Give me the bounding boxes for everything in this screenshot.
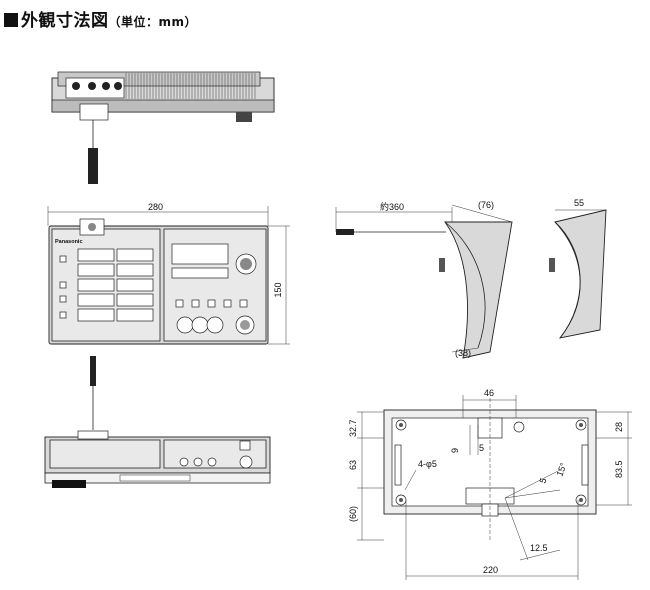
function-keys: [175, 299, 248, 308]
bottom-angle-b-label: 15°: [554, 461, 568, 478]
page-title: 外観寸法図（単位：mm）: [4, 6, 197, 31]
bottom-angle-a-label: 5: [537, 477, 548, 485]
bottom-screw-label: 12.5: [530, 543, 548, 553]
bottom-left-upper-label: 32.7: [348, 419, 358, 437]
bottom-right-top-label: 28: [614, 422, 624, 432]
zone-buttons: [59, 248, 154, 322]
top-view: [51, 71, 275, 184]
front-height-label: 150: [273, 282, 283, 297]
front-width-label: 280: [148, 202, 163, 212]
bottom-base-width-label: 220: [483, 565, 498, 575]
title-square-icon: [4, 13, 18, 27]
mic-head-lower: [90, 356, 96, 386]
mic-head-top: [88, 148, 98, 184]
lcd-display: [171, 243, 229, 265]
side-arm-label: (38): [455, 348, 471, 358]
cable-length-label: 約360: [380, 201, 404, 212]
bottom-pitch-label: 9: [450, 448, 460, 453]
side-view: 約360 (76) (38) 55: [335, 198, 607, 359]
bottom-left-mid-label: 63: [348, 460, 358, 470]
bottom-right-total-label: 83.5: [614, 460, 624, 478]
top-fins: [125, 73, 256, 99]
side-reach-label: (76): [478, 200, 494, 210]
bottom-left-lower-label: (60): [348, 506, 358, 522]
brand-logo: Panasonic: [55, 239, 83, 245]
lower-front-view: [44, 356, 271, 488]
bottom-top-gap-label: 46: [484, 388, 494, 398]
title-unit: （単位：mm）: [108, 15, 198, 29]
mic-mount-top: [79, 103, 109, 121]
mic-head-side: [336, 229, 354, 235]
bottom-holes-label: 4-φ5: [418, 459, 437, 469]
front-view: 280 Panasonic 150: [47, 202, 290, 345]
title-main: 外観寸法図: [21, 11, 109, 31]
led-meter: [171, 267, 229, 279]
bottom-slot-label: 5: [479, 443, 484, 453]
bottom-view: 46 5 9 32.7 63 (60) 4-φ5 28 83.5 5 15° 1…: [348, 388, 632, 580]
side-body: [444, 221, 513, 359]
side-depth-label: 55: [574, 198, 584, 208]
side-body-2: [554, 209, 607, 339]
